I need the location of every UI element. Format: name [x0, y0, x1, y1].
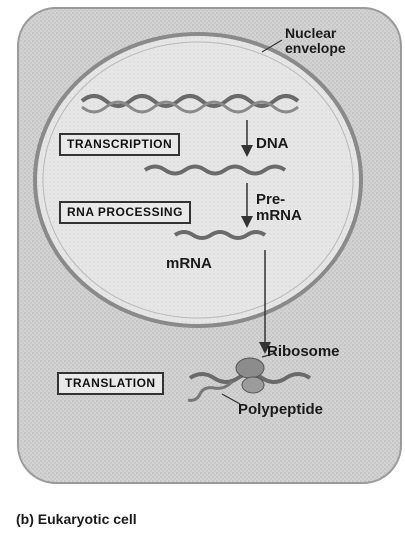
figure-caption: (b) Eukaryotic cell — [16, 512, 137, 526]
pre-mrna-label: Pre- mRNA — [256, 192, 302, 224]
rna-processing-box: RNA PROCESSING — [59, 201, 191, 224]
nucleus — [35, 34, 361, 326]
transcription-box: TRANSCRIPTION — [59, 133, 180, 156]
dna-label: DNA — [256, 136, 289, 151]
polypeptide-label: Polypeptide — [238, 402, 323, 417]
nuclear-envelope-label: Nuclear envelope — [285, 26, 346, 55]
translation-box: TRANSLATION — [57, 372, 164, 395]
ribosome-label: Ribosome — [267, 344, 340, 359]
mrna-label: mRNA — [166, 256, 212, 271]
